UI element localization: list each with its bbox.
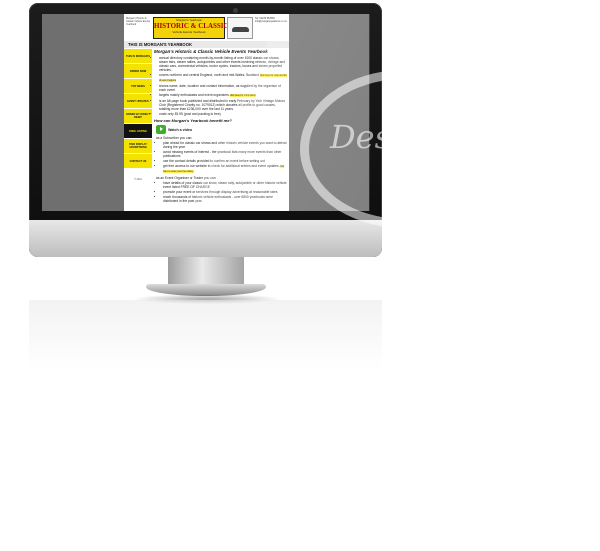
list-item: covers northern and central England, nor… bbox=[159, 73, 287, 83]
nav-item-free-listing[interactable]: FREE LISTING bbox=[124, 124, 152, 138]
monitor-chin bbox=[29, 220, 382, 257]
car-icon bbox=[232, 27, 249, 32]
watermark-ring bbox=[300, 70, 508, 228]
monitor-shadow bbox=[132, 294, 282, 304]
list-item: reach thousands of historic vehicle enth… bbox=[163, 195, 287, 203]
list-item: costs only £5.95 (post and packing is fr… bbox=[159, 112, 287, 116]
main-content: Morgan's Historic & Classic Vehicle Even… bbox=[154, 49, 287, 204]
organiser-list: have details of your classic car show, s… bbox=[154, 181, 287, 203]
webcam-icon bbox=[233, 8, 238, 13]
nav-item-top-news[interactable]: TOP NEWS bbox=[124, 79, 152, 93]
nav-item-contact-us[interactable]: CONTACT US bbox=[124, 154, 152, 168]
small-logo[interactable]: Morgan's Historic & Classic Vehicle Even… bbox=[126, 17, 151, 26]
logo-title: HISTORIC & CLASSIC bbox=[154, 22, 229, 30]
benefit-heading: How can Morgan's Yearbook benefit me? bbox=[154, 118, 232, 123]
sidebar-note: © 2012 bbox=[134, 178, 142, 181]
highlight-link[interactable]: click here for information bbox=[229, 94, 256, 97]
monitor-screen: Morgan's Historic & Classic Vehicle Even… bbox=[42, 14, 369, 211]
logo-bottom-line: Vehicle Events Yearbook bbox=[172, 30, 206, 34]
nav-item-direct-debit[interactable]: ORDER BY DIRECT DEBIT bbox=[124, 109, 152, 123]
content-heading: Morgan's Historic & Classic Vehicle Even… bbox=[154, 49, 268, 54]
list-item: is an A6 page book published and distrib… bbox=[159, 99, 287, 111]
subscriber-list: plan ahead for classic car shows and oth… bbox=[154, 141, 287, 174]
contact-info: Tel: 01234 567890 info@morgansyearbook.c… bbox=[255, 17, 287, 23]
list-item: plan ahead for classic car shows and oth… bbox=[163, 141, 287, 149]
watermark-text: Desig bbox=[330, 118, 422, 156]
list-item: shows name, date, location and contact i… bbox=[159, 84, 287, 92]
main-logo[interactable]: Morgan's Yearbook HISTORIC & CLASSIC Veh… bbox=[153, 17, 229, 39]
monitor-stand-neck bbox=[168, 257, 244, 287]
nav-item-this-is-morgans[interactable]: THIS IS MORGAN'S bbox=[124, 49, 152, 63]
nav-item-paid-advertising[interactable]: PAID DISPLAY ADVERTISING bbox=[124, 139, 152, 153]
page-title: THIS IS MORGAN'S YEARBOOK bbox=[124, 41, 289, 48]
organiser-line: as an Event Organiser or Trader you can: bbox=[156, 176, 217, 180]
car-badge bbox=[227, 17, 253, 39]
monitor-reflection bbox=[29, 300, 382, 370]
subscriber-line: as a Subscriber you can: bbox=[156, 136, 193, 140]
list-item: promote your event or services through d… bbox=[163, 190, 287, 194]
list-item: use the contact details provided to conf… bbox=[163, 159, 287, 163]
play-video-icon[interactable] bbox=[156, 125, 166, 134]
nav-item-event-updates[interactable]: EVENT UPDATES bbox=[124, 94, 152, 108]
nav-item-order-now[interactable]: ORDER NOW bbox=[124, 64, 152, 78]
logo-top-line: Morgan's Yearbook bbox=[176, 18, 202, 22]
list-item: get free access to our website to check … bbox=[163, 164, 287, 174]
website-page: Morgan's Historic & Classic Vehicle Even… bbox=[124, 14, 289, 211]
video-label[interactable]: Watch a video bbox=[168, 127, 193, 132]
list-item: avoid missing events of interest - the y… bbox=[163, 150, 287, 158]
list-item: have details of your classic car show, s… bbox=[163, 181, 287, 189]
list-item: annual directory containing month-by-mon… bbox=[159, 56, 287, 72]
list-item: targets mainly enthusiasts and event org… bbox=[159, 93, 287, 98]
video-link[interactable]: Watch a video bbox=[156, 125, 287, 134]
watermark-letter: Y bbox=[452, 75, 464, 96]
monitor-stand-base bbox=[146, 284, 266, 296]
intro-list: annual directory containing month-by-mon… bbox=[154, 56, 287, 116]
site-header: Morgan's Historic & Classic Vehicle Even… bbox=[124, 16, 289, 40]
sidebar-nav: THIS IS MORGAN'S ORDER NOW TOP NEWS EVEN… bbox=[124, 49, 152, 181]
